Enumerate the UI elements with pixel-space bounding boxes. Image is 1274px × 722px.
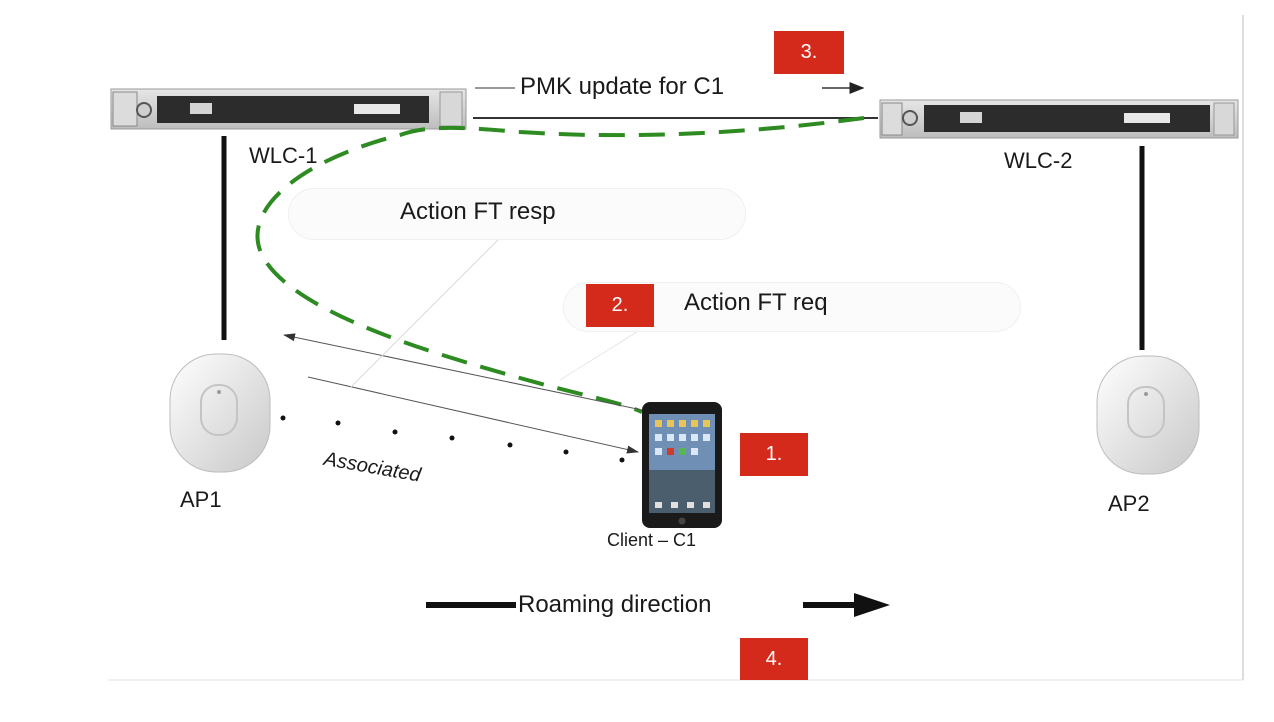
client-tablet-icon xyxy=(642,402,722,528)
roaming-arrowhead xyxy=(854,593,890,617)
client-label: Client – C1 xyxy=(607,530,697,550)
wlc2-label: WLC-2 xyxy=(1004,148,1073,173)
step-badge-1: 1. xyxy=(740,433,808,476)
ft-resp-pill xyxy=(288,188,746,240)
ft-req-label: Action FT req xyxy=(684,289,828,316)
ft-dashed-path xyxy=(255,116,865,414)
wlc1-label: WLC-1 xyxy=(249,143,318,168)
roaming-direction-label: Roaming direction xyxy=(518,591,712,618)
wlc2-server-icon xyxy=(879,99,1239,139)
step-badge-3: 3. xyxy=(774,31,844,74)
ft-resp-label: Action FT resp xyxy=(400,198,556,225)
ap2-access-point-icon xyxy=(1096,355,1200,475)
client-link-arrow xyxy=(307,376,639,454)
ft-req-arrow xyxy=(283,333,643,411)
association-dots xyxy=(280,415,625,463)
step-badge-2: 2. xyxy=(586,284,654,327)
pmk-update-label: PMK update for C1 xyxy=(520,73,725,100)
ft-req-connector xyxy=(559,329,641,381)
ft-resp-connector xyxy=(349,237,501,389)
wlc1-server-icon xyxy=(110,88,467,130)
ap1-label: AP1 xyxy=(180,487,222,512)
step-badge-4: 4. xyxy=(740,638,808,680)
ap2-label: AP2 xyxy=(1108,491,1150,516)
ap1-access-point-icon xyxy=(169,353,271,473)
